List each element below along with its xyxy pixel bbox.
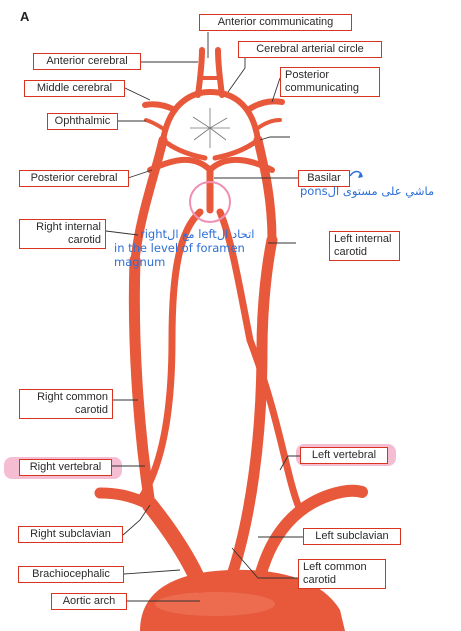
- label-left-common-carotid: Left common carotid: [298, 559, 386, 589]
- left-internal-carotid-vessel: [258, 140, 272, 240]
- aortic-arch-highlight: [155, 592, 275, 616]
- label-ophthalmic: Ophthalmic: [47, 113, 118, 130]
- right-anterior-cerebral-vessel: [198, 50, 202, 95]
- panel-letter: A: [20, 9, 29, 24]
- label-right-subclavian: Right subclavian: [18, 526, 123, 543]
- right-ophthalmic-vessel: [146, 120, 165, 130]
- label-right-internal-carotid: Right internal carotid: [19, 219, 106, 249]
- brachiocephalic-vessel: [150, 505, 200, 585]
- pons-annotation: ماشي على مستوى الpons: [300, 185, 434, 198]
- union-annotation-line3: magnum: [114, 256, 165, 269]
- label-anterior-communicating: Anterior communicating: [199, 14, 352, 31]
- label-brachiocephalic: Brachiocephalic: [18, 566, 124, 583]
- label-right-common-carotid: Right common carotid: [19, 389, 113, 419]
- union-annotation-line1: اتحاد الleft مع الright: [140, 228, 254, 241]
- right-common-carotid-vessel: [134, 260, 150, 505]
- left-anterior-cerebral-vessel: [218, 50, 222, 95]
- label-right-vertebral: Right vertebral: [19, 459, 112, 476]
- label-anterior-cerebral: Anterior cerebral: [33, 53, 141, 70]
- label-middle-cerebral: Middle cerebral: [24, 80, 125, 97]
- union-annotation-line2: in the level of foramen: [114, 242, 245, 255]
- left-ophthalmic-vessel: [258, 120, 280, 128]
- label-left-vertebral: Left vertebral: [300, 447, 388, 464]
- label-posterior-cerebral: Posterior cerebral: [19, 170, 129, 187]
- label-aortic-arch: Aortic arch: [51, 593, 127, 610]
- label-cerebral-arterial-circle: Cerebral arterial circle: [238, 41, 382, 58]
- label-posterior-communicating: Posterior communicating: [280, 67, 380, 97]
- label-left-internal-carotid: Left internal carotid: [329, 231, 400, 261]
- label-left-subclavian: Left subclavian: [303, 528, 401, 545]
- left-middle-cerebral-vessel: [248, 101, 282, 110]
- right-middle-cerebral-vessel: [145, 104, 175, 110]
